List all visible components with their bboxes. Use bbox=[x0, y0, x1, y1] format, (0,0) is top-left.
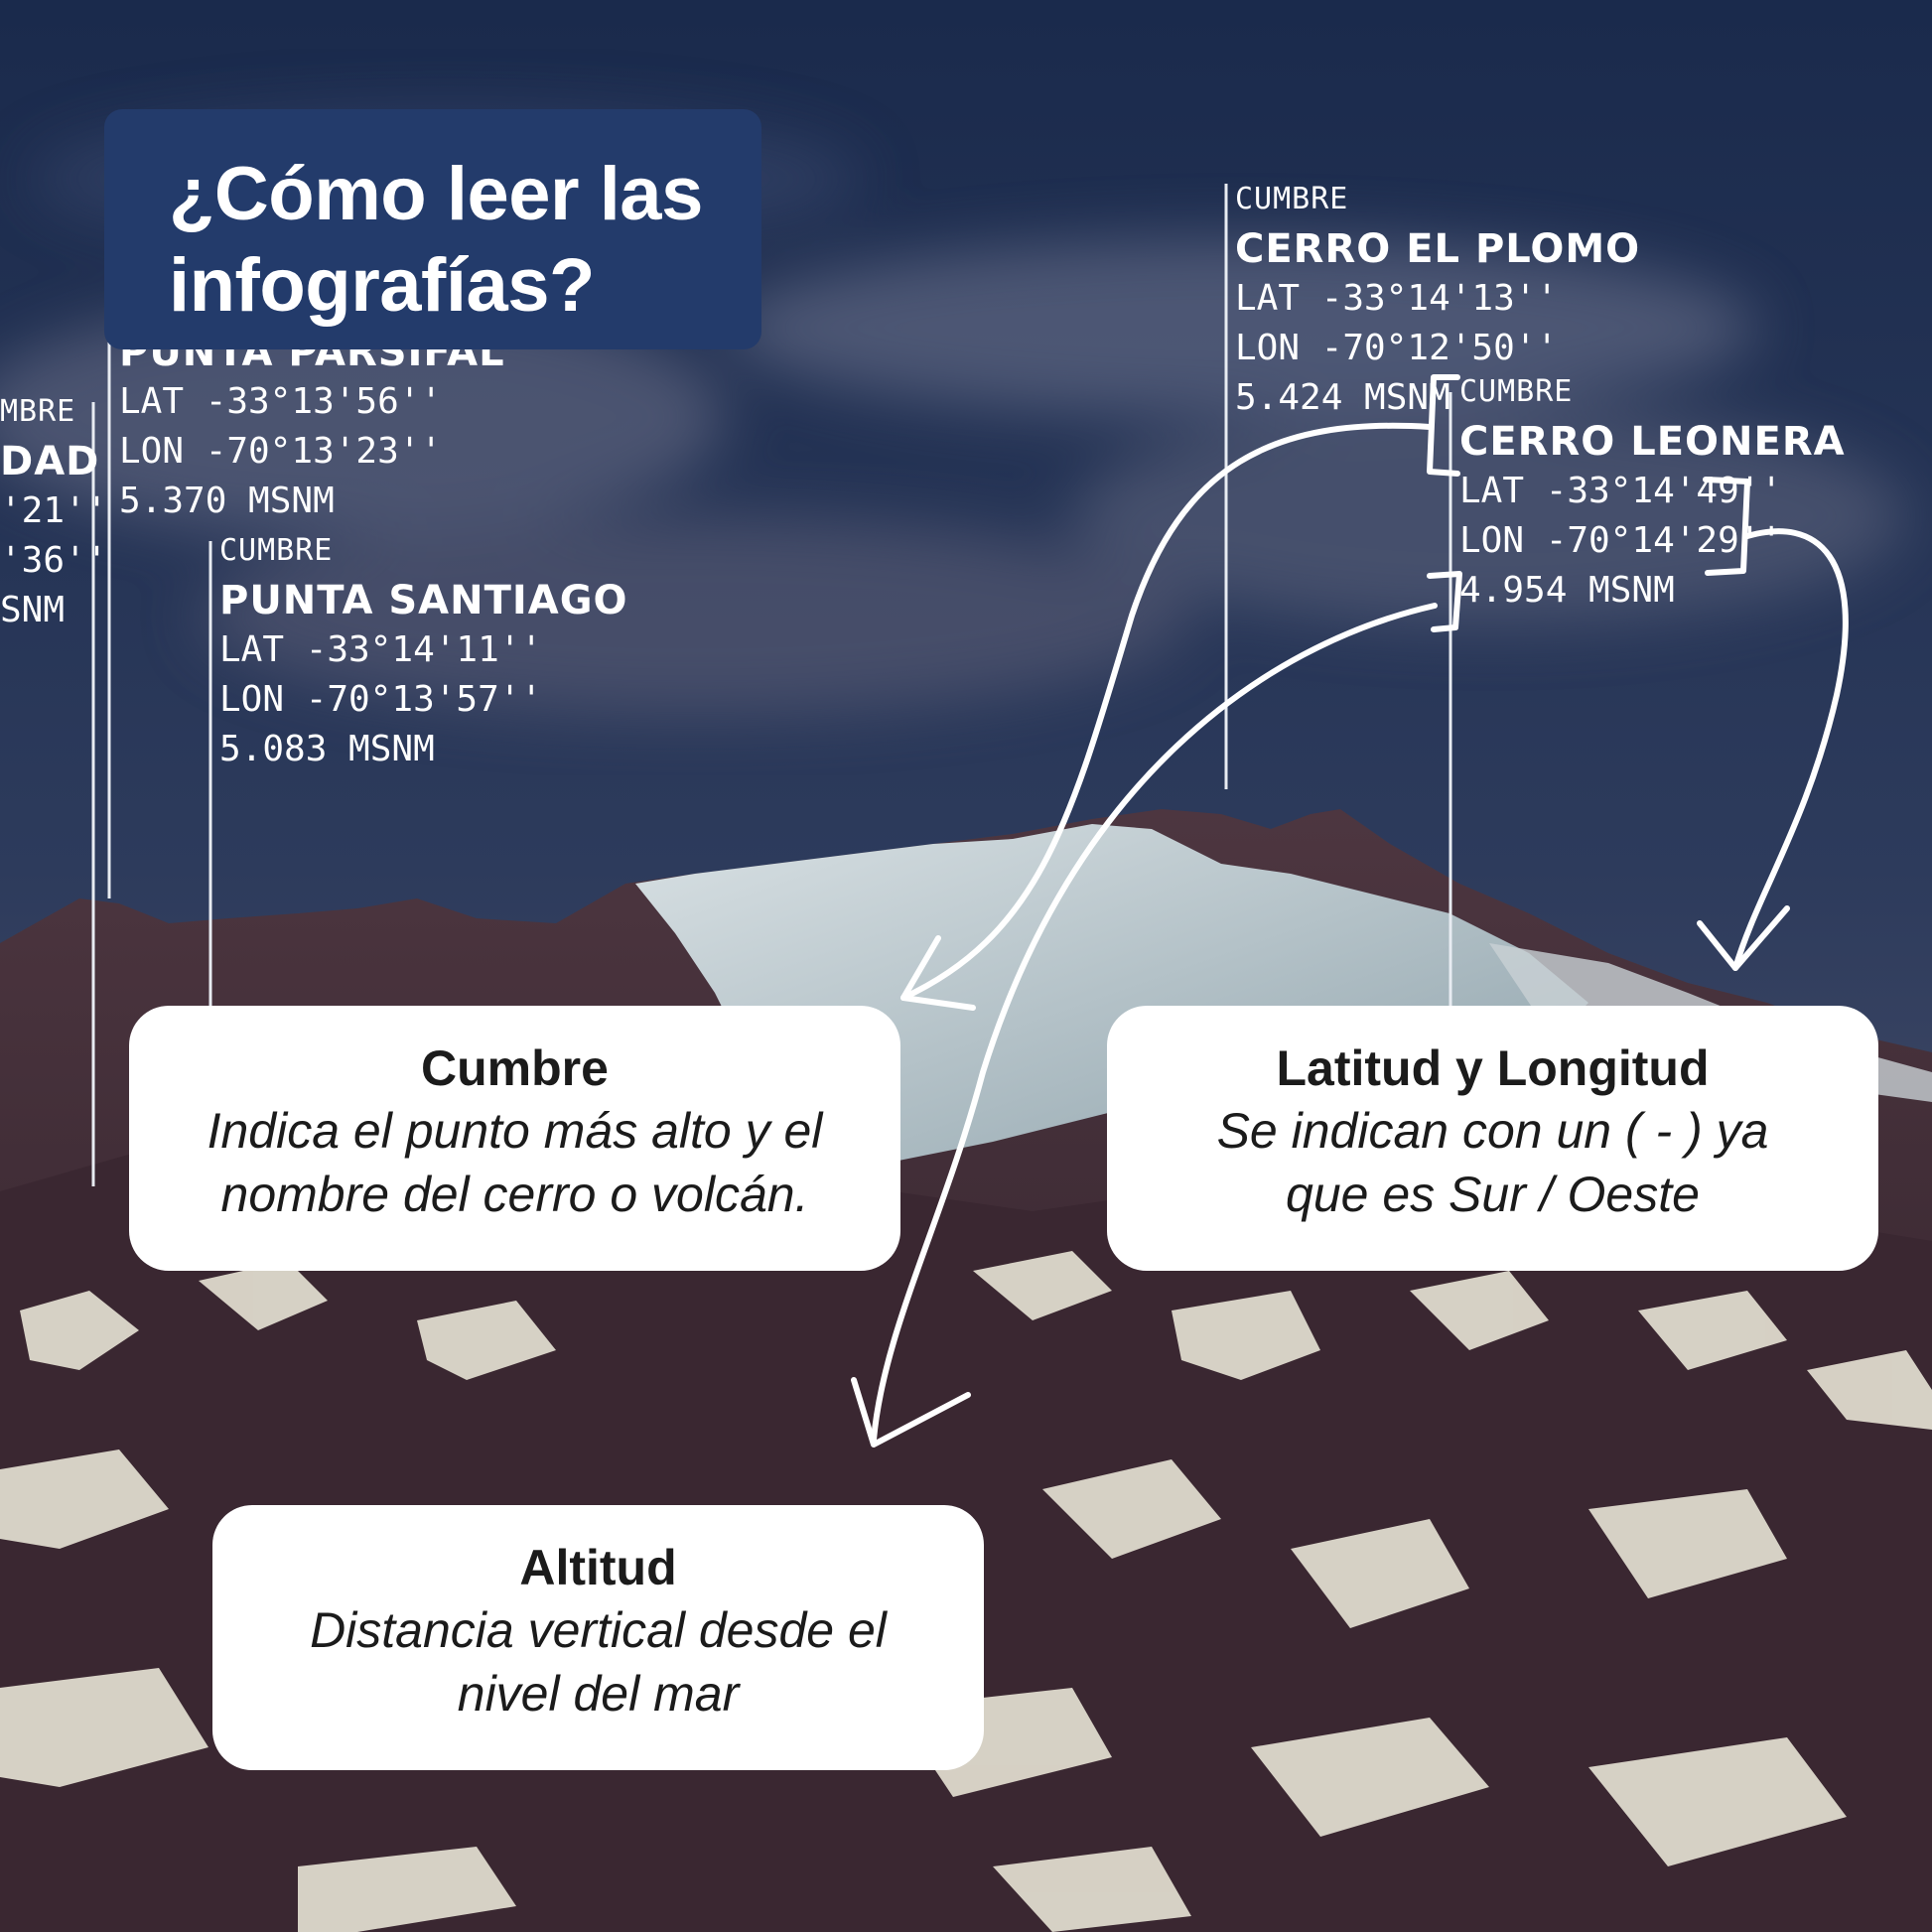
peak-lat: '21'' bbox=[0, 490, 108, 531]
info-card-cumbre: Cumbre Indica el punto más alto y el nom… bbox=[129, 1006, 900, 1271]
peak-lon: LON -70°13'23'' bbox=[119, 431, 443, 472]
bracket-altitud bbox=[1427, 571, 1462, 632]
arrow-to-altitud bbox=[871, 603, 1438, 1443]
peak-kind: CUMBRE bbox=[1459, 374, 1574, 409]
peak-kind: MBRE bbox=[0, 394, 76, 429]
peak-alt: 5.424 MSNM bbox=[1235, 377, 1450, 418]
peak-lat: LAT -33°14'13'' bbox=[1235, 278, 1559, 319]
info-card-text-line-1: Distancia vertical desde el bbox=[310, 1602, 887, 1658]
info-card-latitud-longitud: Latitud y Longitud Se indican con un ( -… bbox=[1107, 1006, 1878, 1271]
peak-label-cerro-el-plomo: CUMBRE CERRO EL PLOMO LAT -33°14'13'' LO… bbox=[1235, 175, 1640, 423]
hand-drawn-arrows bbox=[851, 374, 1849, 1448]
info-card-text-line-2: que es Sur / Oeste bbox=[1286, 1167, 1700, 1222]
peak-name: PUNTA SANTIAGO bbox=[219, 578, 628, 623]
peak-lon: LON -70°13'57'' bbox=[219, 679, 543, 720]
peak-alt: 4.954 MSNM bbox=[1459, 570, 1675, 611]
title-card: ¿Cómo leer las infografías? bbox=[104, 109, 761, 349]
info-card-title: Latitud y Longitud bbox=[1276, 1040, 1710, 1096]
peak-lat: LAT -33°14'11'' bbox=[219, 629, 543, 670]
info-card-text-line-2: nombre del cerro o volcán. bbox=[220, 1167, 809, 1222]
peak-lon: LON -70°12'50'' bbox=[1235, 328, 1559, 368]
info-card-altitud: Altitud Distancia vertical desde el nive… bbox=[212, 1505, 984, 1770]
peak-lat: LAT -33°14'49'' bbox=[1459, 471, 1783, 511]
info-card-text-line-2: nivel del mar bbox=[457, 1666, 740, 1722]
peak-alt: 5.370 MSNM bbox=[119, 481, 335, 521]
peak-name: DAD bbox=[0, 439, 100, 484]
peak-lon: LON -70°14'29'' bbox=[1459, 520, 1783, 561]
info-card-title: Cumbre bbox=[421, 1040, 609, 1096]
arrow-to-cumbre bbox=[900, 422, 1433, 1001]
peak-alt: SNM bbox=[0, 590, 66, 630]
arrowhead-altitud bbox=[851, 1377, 971, 1448]
peak-kind: CUMBRE bbox=[1235, 182, 1349, 216]
peak-label-punta-parsifal: PUNTA PARSIFAL LAT -33°13'56'' LON -70°1… bbox=[119, 328, 505, 526]
bracket-cumbre bbox=[1427, 374, 1460, 477]
peak-name: CERRO EL PLOMO bbox=[1235, 226, 1641, 272]
peak-kind: CUMBRE bbox=[219, 533, 334, 568]
title-line-2: infografías? bbox=[169, 243, 595, 328]
info-card-text-line-1: Se indican con un ( - ) ya bbox=[1216, 1103, 1769, 1159]
peak-marker-lines bbox=[91, 184, 1452, 1186]
arrow-to-latlon bbox=[1732, 528, 1849, 971]
peak-label-partial: MBRE DAD '21'' '36'' SNM bbox=[0, 387, 107, 635]
peak-lat: LAT -33°13'56'' bbox=[119, 381, 443, 422]
peak-label-cerro-leonera: CUMBRE CERRO LEONERA LAT -33°14'49'' LON… bbox=[1459, 367, 1846, 616]
peak-alt: 5.083 MSNM bbox=[219, 729, 435, 769]
peak-label-punta-santiago: CUMBRE PUNTA SANTIAGO LAT -33°14'11'' LO… bbox=[219, 526, 628, 774]
bracket-latlon bbox=[1703, 477, 1750, 576]
title-line-1: ¿Cómo leer las bbox=[169, 152, 703, 236]
info-card-title: Altitud bbox=[519, 1540, 677, 1595]
arrowhead-cumbre bbox=[900, 935, 976, 1011]
peak-lon: '36'' bbox=[0, 540, 108, 581]
arrowhead-latlon bbox=[1697, 905, 1790, 971]
info-card-text-line-1: Indica el punto más alto y el bbox=[207, 1103, 823, 1159]
peak-name: CERRO LEONERA bbox=[1459, 419, 1846, 465]
